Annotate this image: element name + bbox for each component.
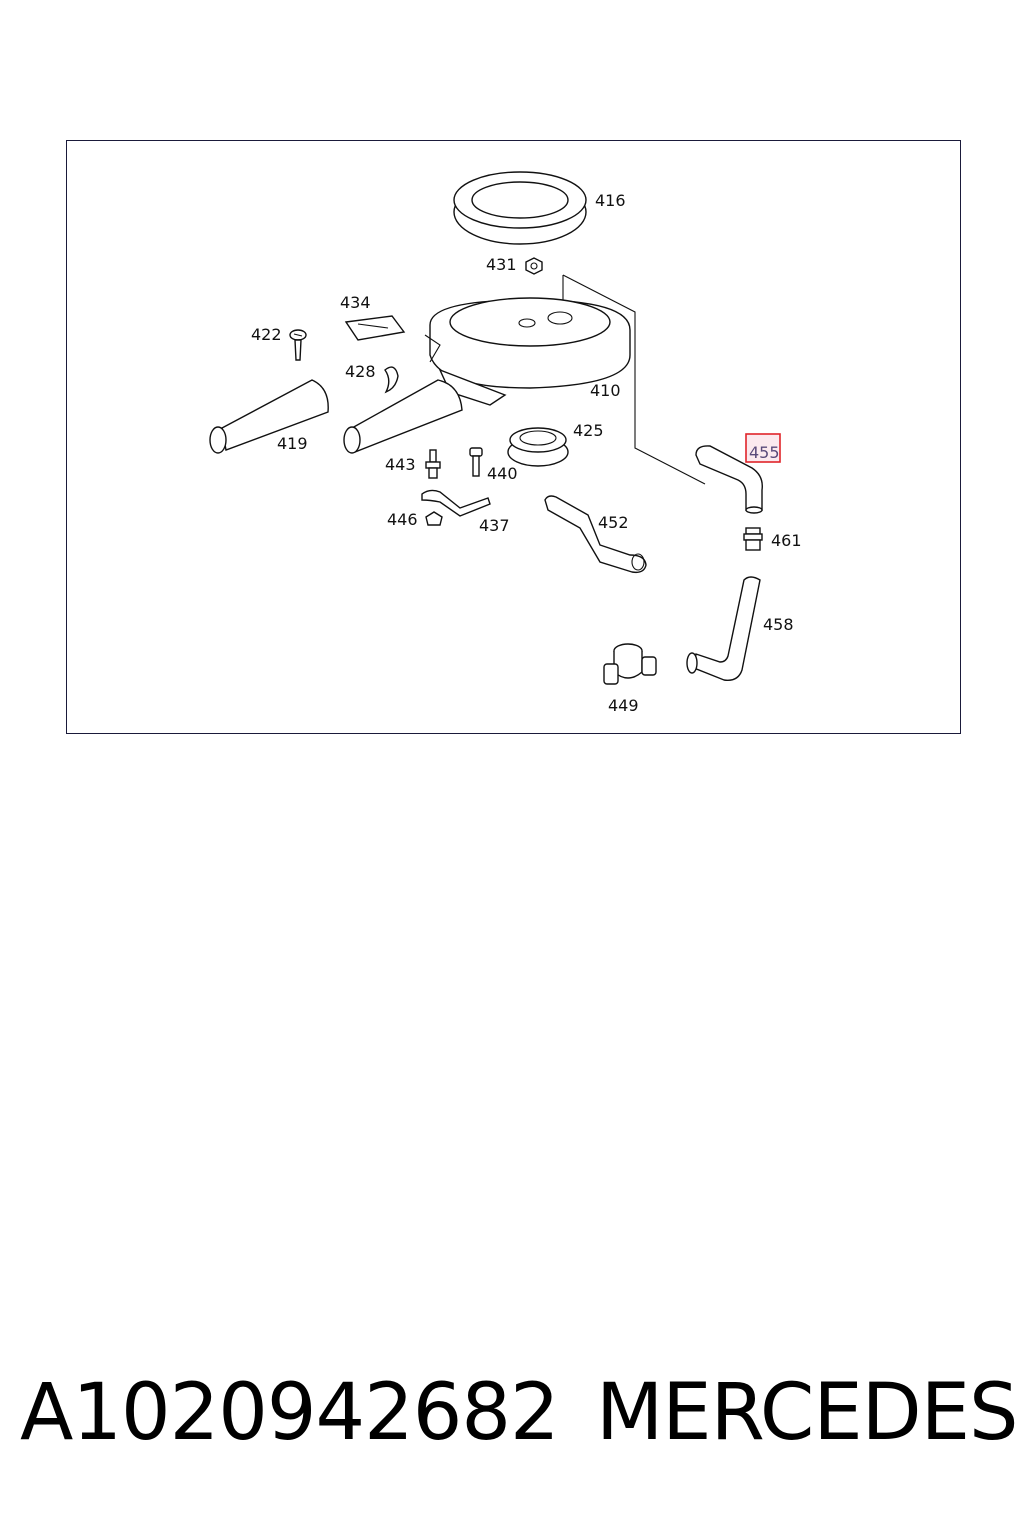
part-443-stud[interactable]: [425, 449, 441, 479]
part-422-screw[interactable]: [289, 329, 307, 361]
callout-443[interactable]: 443: [385, 455, 416, 474]
callout-449[interactable]: 449: [608, 696, 639, 715]
part-428-clip[interactable]: [384, 366, 399, 394]
part-434-label[interactable]: [344, 315, 406, 341]
callout-455[interactable]: 455: [749, 443, 780, 462]
callout-458[interactable]: 458: [763, 615, 794, 634]
brand-name: MERCEDES: [596, 1368, 1018, 1458]
leader-line-455: [562, 274, 706, 485]
part-number: A1020942682: [20, 1368, 560, 1458]
part-410-housing[interactable]: [424, 297, 631, 406]
diagram-frame: [66, 140, 961, 734]
part-461-fitting[interactable]: [743, 527, 763, 551]
callout-440[interactable]: 440: [487, 464, 518, 483]
callout-428[interactable]: 428: [345, 362, 376, 381]
part-425-grommet[interactable]: [507, 427, 569, 467]
part-416-ring[interactable]: [453, 171, 587, 245]
callout-416[interactable]: 416: [595, 191, 626, 210]
callout-446[interactable]: 446: [387, 510, 418, 529]
callout-410[interactable]: 410: [590, 381, 621, 400]
callout-437[interactable]: 437: [479, 516, 510, 535]
part-446-nut[interactable]: [425, 511, 443, 526]
part-419-snorkel[interactable]: [209, 379, 329, 454]
part-410-snorkel[interactable]: [343, 379, 463, 454]
part-452-hose[interactable]: [544, 495, 647, 574]
part-431-nut[interactable]: [525, 257, 543, 275]
part-437-bracket[interactable]: [421, 489, 491, 517]
part-455-hose[interactable]: [695, 445, 763, 514]
highlight-box-455: [745, 433, 781, 463]
part-449-valve[interactable]: [603, 643, 657, 685]
footer: A1020942682 MERCEDES: [0, 1368, 1024, 1468]
callout-422[interactable]: 422: [251, 325, 282, 344]
callout-434[interactable]: 434: [340, 293, 371, 312]
callout-461[interactable]: 461: [771, 531, 802, 550]
callout-452[interactable]: 452: [598, 513, 629, 532]
part-440-bolt[interactable]: [469, 447, 483, 477]
part-458-hose[interactable]: [686, 576, 761, 681]
callout-425[interactable]: 425: [573, 421, 604, 440]
callout-431[interactable]: 431: [486, 255, 517, 274]
callout-419[interactable]: 419: [277, 434, 308, 453]
